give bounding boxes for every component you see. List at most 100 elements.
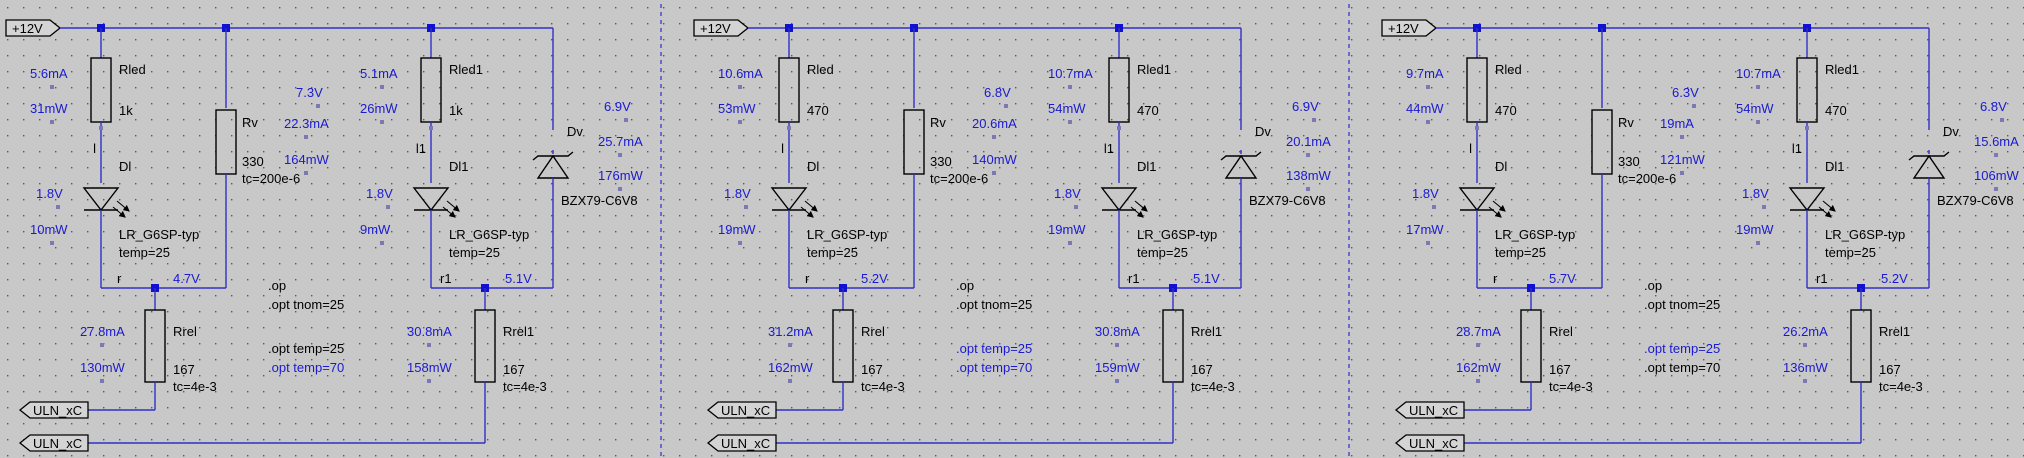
led-temp: temp=25 bbox=[807, 245, 858, 260]
annotation-anchor bbox=[744, 205, 748, 209]
rv-name: Rv bbox=[930, 115, 946, 130]
annotation-anchor bbox=[380, 85, 384, 89]
annotation-anchor bbox=[1426, 241, 1430, 245]
annotation-anchor bbox=[100, 379, 104, 383]
rrel1-value: 167 bbox=[503, 362, 525, 377]
led-temp: temp=25 bbox=[119, 245, 170, 260]
node-r1-label: r1 bbox=[1128, 271, 1140, 286]
operating-point-value: 26.2mA bbox=[1783, 324, 1828, 339]
zener-model: BZX79-C6V8 bbox=[1249, 193, 1326, 208]
node-r-label: r bbox=[1493, 271, 1498, 286]
node-r1-label: r1 bbox=[1816, 271, 1828, 286]
operating-point-value: 7.3V bbox=[296, 85, 323, 100]
uln-flag-1[interactable] bbox=[18, 401, 89, 419]
supply-label: +12V bbox=[12, 21, 43, 36]
uln-flag-2[interactable] bbox=[1394, 434, 1465, 452]
operating-point-value: 130mW bbox=[80, 360, 126, 375]
annotation-anchor bbox=[50, 241, 54, 245]
operating-point-value: 10.6mA bbox=[718, 66, 763, 81]
annotation-anchor bbox=[1068, 120, 1072, 124]
annotation-anchor bbox=[304, 135, 308, 139]
operating-point-value: 1.8V bbox=[1742, 186, 1769, 201]
pin-marker bbox=[1805, 126, 1809, 130]
rv-name: Rv bbox=[1618, 115, 1634, 130]
led1-name: Dl1 bbox=[449, 159, 469, 174]
spice-directive: .op bbox=[268, 278, 286, 293]
led-dl1[interactable] bbox=[1100, 187, 1148, 218]
led1-model: LR_G6SP-typ bbox=[1825, 227, 1905, 242]
annotation-anchor bbox=[992, 171, 996, 175]
annotation-anchor bbox=[1074, 205, 1078, 209]
node-r-voltage: 5.7V bbox=[1549, 271, 1576, 286]
supply-flag[interactable] bbox=[5, 19, 62, 37]
operating-point-value: 164mW bbox=[284, 152, 330, 167]
rv-value: 330 bbox=[1618, 154, 1640, 169]
annotation-anchor bbox=[1476, 379, 1480, 383]
annotation-anchor bbox=[738, 120, 742, 124]
annotation-anchor bbox=[304, 171, 308, 175]
uln-label-1: ULN_xC bbox=[33, 403, 82, 418]
rled1-name: Rled1 bbox=[449, 62, 483, 77]
annotation-anchor bbox=[50, 85, 54, 89]
supply-flag[interactable] bbox=[693, 19, 750, 37]
rled-value: 470 bbox=[1495, 103, 1517, 118]
operating-point-value: 162mW bbox=[1456, 360, 1502, 375]
annotation-anchor bbox=[1803, 379, 1807, 383]
operating-point-value: 27.8mA bbox=[80, 324, 125, 339]
annotation-anchor bbox=[2000, 118, 2004, 122]
rrel-tc: tc=4e-3 bbox=[173, 379, 217, 394]
annotation-anchor bbox=[992, 135, 996, 139]
annotation-anchor bbox=[427, 343, 431, 347]
annotation-anchor bbox=[1994, 187, 1998, 191]
panel-3: +12VRled470lDlLR_G6SP-typtemp=25Rv330tc=… bbox=[1381, 19, 2020, 452]
node-r1-label: r1 bbox=[440, 271, 452, 286]
led-dl1[interactable] bbox=[412, 187, 460, 218]
operating-point-value: 9mW bbox=[360, 222, 391, 237]
uln-flag-1[interactable] bbox=[1394, 401, 1465, 419]
annotation-anchor bbox=[56, 205, 60, 209]
operating-point-value: 31mW bbox=[30, 101, 68, 116]
operating-point-value: 162mW bbox=[768, 360, 814, 375]
operating-point-value: 30.8mA bbox=[407, 324, 452, 339]
uln-label-2: ULN_xC bbox=[33, 436, 82, 451]
uln-flag-2[interactable] bbox=[18, 434, 89, 452]
rled1-name: Rled1 bbox=[1137, 62, 1171, 77]
rrel1-name: Rrel1 bbox=[1879, 324, 1910, 339]
annotation-anchor bbox=[1004, 104, 1008, 108]
annotation-anchor bbox=[1068, 85, 1072, 89]
rrel-tc: tc=4e-3 bbox=[861, 379, 905, 394]
operating-point-value: 30.8mA bbox=[1095, 324, 1140, 339]
led1-model: LR_G6SP-typ bbox=[449, 227, 529, 242]
led-mark: l bbox=[1469, 141, 1472, 156]
spice-directive: .op bbox=[956, 278, 974, 293]
rled1-value: 1k bbox=[449, 103, 463, 118]
operating-point-value: 106mW bbox=[1974, 168, 2020, 183]
spice-directive: .opt tnom=25 bbox=[1644, 297, 1720, 312]
operating-point-value: 136mW bbox=[1783, 360, 1829, 375]
uln-label-1: ULN_xC bbox=[1409, 403, 1458, 418]
rrel1-tc: tc=4e-3 bbox=[1191, 379, 1235, 394]
spice-directive: .opt tnom=25 bbox=[268, 297, 344, 312]
led-name: Dl bbox=[807, 159, 819, 174]
rled-value: 1k bbox=[119, 103, 133, 118]
node-r-label: r bbox=[805, 271, 810, 286]
rrel-value: 167 bbox=[861, 362, 883, 377]
uln-label-1: ULN_xC bbox=[721, 403, 770, 418]
pin-marker bbox=[429, 126, 433, 130]
operating-point-value: 19mA bbox=[1660, 116, 1694, 131]
led-model: LR_G6SP-typ bbox=[807, 227, 887, 242]
supply-flag[interactable] bbox=[1381, 19, 1438, 37]
operating-point-value: 19mW bbox=[718, 222, 756, 237]
annotation-anchor bbox=[100, 343, 104, 347]
uln-label-2: ULN_xC bbox=[721, 436, 770, 451]
annotation-anchor bbox=[1432, 205, 1436, 209]
annotation-anchor bbox=[788, 343, 792, 347]
led-dl[interactable] bbox=[1458, 187, 1506, 218]
operating-point-value: 158mW bbox=[407, 360, 453, 375]
led-name: Dl bbox=[119, 159, 131, 174]
uln-flag-1[interactable] bbox=[706, 401, 777, 419]
uln-flag-2[interactable] bbox=[706, 434, 777, 452]
led-model: LR_G6SP-typ bbox=[1495, 227, 1575, 242]
